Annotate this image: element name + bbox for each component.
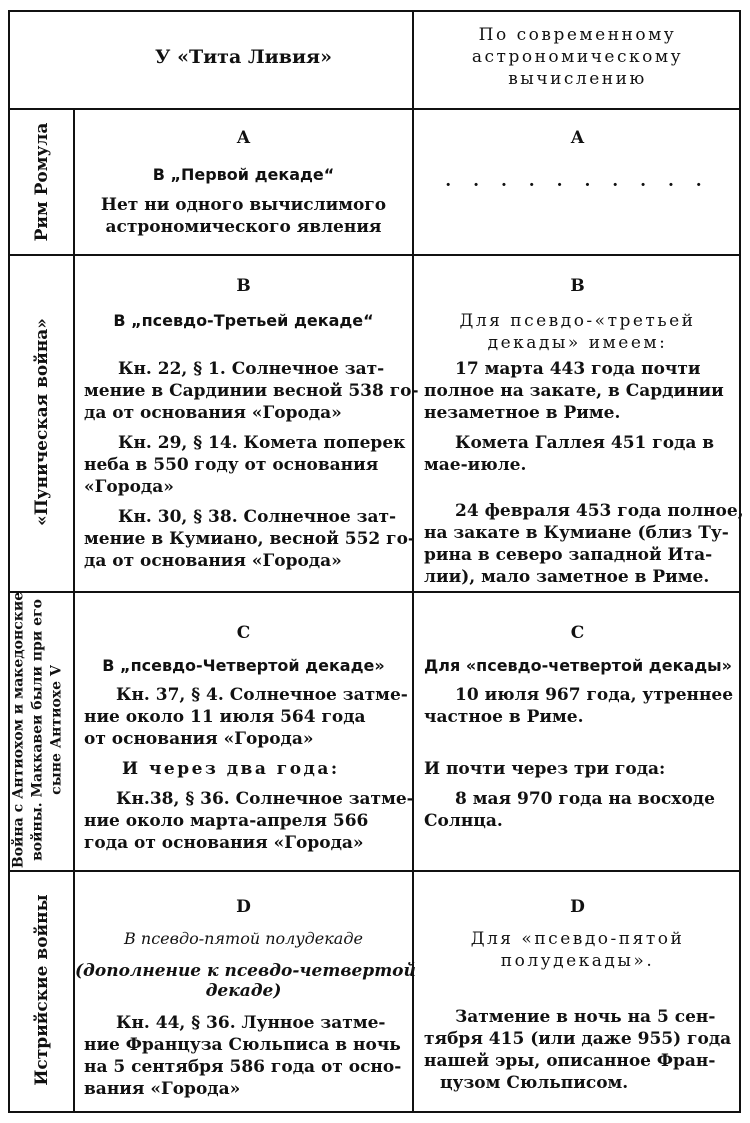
row1-left-body-2: астрономического явления (105, 217, 382, 237)
row2-left-p3-3: да от основания «Города» (84, 551, 342, 571)
table-frame (8, 10, 741, 1113)
row2-left-p1-1: Кн. 22, § 1. Солнечное зат- (118, 359, 385, 379)
row4-left-note-2: декаде) (205, 981, 282, 1001)
row2-right-p3-4: лии), мало заметное в Риме. (424, 567, 710, 587)
row3-right-p1-1: 10 июля 967 года, утреннее (455, 685, 734, 705)
row4-left-p1-3: на 5 сентября 586 года от осно- (84, 1057, 402, 1077)
row4-right-subtitle-1: Для «псевдо-пятой (470, 929, 685, 949)
row2-right-p3-1: 24 февраля 453 года полное, (455, 501, 744, 521)
row4-right-p1-4: цузом Сюльписом. (440, 1073, 629, 1093)
side-label-row3-line3: сыне Антиохе V (48, 665, 65, 795)
row3-left-p2-1: Кн.38, § 36. Солнечное затме- (116, 789, 414, 809)
side-label-row3-line1: Война с Антиохом и македонские (10, 591, 27, 869)
row3-right-p2-2: Солнца. (424, 811, 503, 831)
side-label-row3: Война с Антиохом и македонские войны. Ма… (10, 592, 67, 868)
row2-right-p1-2: полное на закате, в Сардинии (424, 381, 724, 401)
header-right-line2: астрономическому (471, 47, 684, 67)
row2-left-p1-3: да от основания «Города» (84, 403, 342, 423)
row3-left-mid: И через два года: (122, 759, 340, 779)
row2-left-subtitle: В „псевдо-Третьей декаде“ (113, 311, 374, 330)
row4-left-p1-1: Кн. 44, § 36. Лунное затме- (116, 1013, 386, 1033)
row2-left-p3-1: Кн. 30, § 38. Солнечное зат- (118, 507, 397, 527)
row3-right-p1-2: частное в Риме. (424, 707, 584, 727)
row4-left-p1-2: ние Француза Сюльписа в ночь (84, 1035, 401, 1055)
header-left: У «Тита Ливия» (155, 46, 332, 68)
column-divider-side (73, 110, 75, 1113)
row1-right-letter: A (570, 128, 585, 148)
row1-left-body-1: Нет ни одного вычислимого (100, 195, 387, 215)
row2-right-p2-1: Комета Галлея 451 года в (455, 433, 715, 453)
row4-left-p1-4: вания «Города» (84, 1079, 241, 1099)
row4-right-letter: D (570, 897, 585, 917)
row4-right-p1-3: нашей эры, описанное Фран- (424, 1051, 716, 1071)
row2-right-p1-1: 17 марта 443 года почти (455, 359, 701, 379)
column-divider-main (412, 10, 414, 1113)
row2-right-subtitle-2: декады» имеем: (487, 333, 668, 353)
row1-left-subtitle: В „Первой декаде“ (152, 165, 335, 184)
row2-right-p3-3: рина в северо западной Ита- (424, 545, 713, 565)
row2-left-p2-1: Кн. 29, § 14. Комета поперек (118, 433, 406, 453)
row3-right-mid: И почти через три года: (424, 759, 666, 779)
row3-left-p1-3: от основания «Города» (84, 729, 314, 749)
row1-left-letter: A (236, 128, 251, 148)
row2-right-letter: B (570, 276, 585, 296)
header-right-line1: По современному (478, 25, 677, 45)
row2-left-p2-2: неба в 550 году от основания (84, 455, 379, 475)
row3-right-letter: C (570, 623, 585, 643)
row-divider-header (8, 108, 741, 110)
side-label-row1: Рим Ромула (32, 122, 52, 242)
row4-left-letter: D (236, 897, 251, 917)
row4-right-p1-1: Затмение в ночь на 5 сен- (455, 1007, 716, 1027)
row3-left-p1-2: ние около 11 июля 564 года (84, 707, 366, 727)
row4-right-p1-2: тября 415 (или даже 955) года (424, 1029, 732, 1049)
row3-left-p2-2: ние около марта-апреля 566 (84, 811, 369, 831)
row2-right-subtitle-1: Для псевдо-«третьей (459, 311, 696, 331)
row3-left-p2-3: года от основания «Города» (84, 833, 364, 853)
side-label-row2: «Пуническая война» (32, 318, 52, 526)
side-label-row4: Истрийские войны (32, 894, 52, 1086)
row2-left-letter: B (236, 276, 251, 296)
row2-right-p2-2: мае-июле. (424, 455, 527, 475)
row3-right-p2-1: 8 мая 970 года на восходе (455, 789, 715, 809)
row4-right-subtitle-2: полудекады». (500, 951, 655, 971)
row3-right-subtitle: Для «псевдо-четвертой декады» (424, 656, 732, 675)
side-label-row3-line2: войны. Маккавеи были при его (29, 599, 46, 861)
row3-left-letter: C (236, 623, 251, 643)
row3-left-subtitle: В „псевдо-Четвертой декаде» (102, 656, 385, 675)
row4-left-note-1: (дополнение к псевдо-четвертой (75, 961, 416, 981)
row2-left-p1-2: мение в Сардинии весной 538 го- (84, 381, 419, 401)
row-divider-1 (8, 254, 741, 256)
row1-right-dots: . . . . . . . . . . (445, 171, 710, 191)
row-divider-2 (8, 591, 741, 593)
row2-right-p1-3: незаметное в Риме. (424, 403, 621, 423)
header-right-line3: вычислению (508, 69, 647, 89)
row3-left-p1-1: Кн. 37, § 4. Солнечное затме- (116, 685, 408, 705)
row-divider-3 (8, 870, 741, 872)
row2-right-p3-2: на закате в Кумиане (близ Ту- (424, 523, 729, 543)
row4-left-subtitle: В псевдо-пятой полудекаде (124, 929, 363, 948)
row2-left-p2-3: «Города» (84, 477, 174, 497)
row2-left-p3-2: мение в Кумиано, весной 552 го- (84, 529, 415, 549)
